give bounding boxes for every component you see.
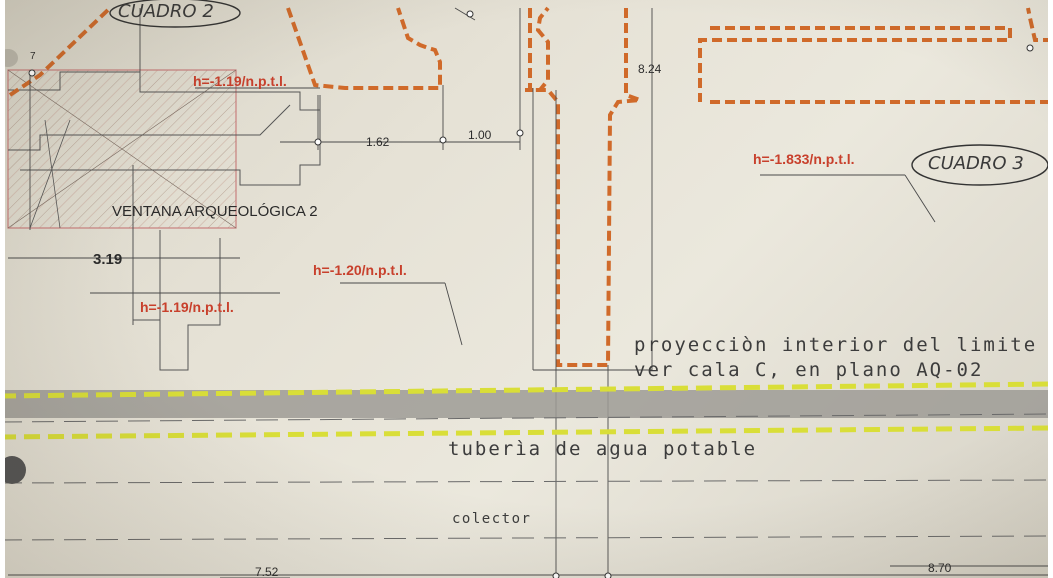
wall-outlines — [8, 6, 1053, 367]
note-tuberia: tuberìa de agua potable — [448, 438, 758, 460]
hatched-area — [7, 69, 237, 229]
cuadro-3-label: CUADRO 3 — [928, 153, 1024, 174]
elevation-label-left: h=-1.19/n.p.t.l. — [140, 299, 234, 315]
dimension-7-52: 7.52 — [255, 565, 279, 578]
dimension-1-00: 1.00 — [468, 128, 492, 142]
dimension-8-24: 8.24 — [638, 62, 662, 76]
dimension-3-19: 3.19 — [93, 251, 123, 268]
note-proyeccion-line-2: ver cala C, en plano AQ-02 — [634, 359, 984, 381]
edge-blob-top — [0, 49, 18, 67]
note-proyeccion-line-1: proyecciòn interior del limite del m — [634, 334, 1053, 356]
pipe-bands — [0, 381, 1053, 541]
elevation-label-top: h=-1.19/n.p.t.l. — [193, 73, 287, 89]
dimension-ticks — [28, 10, 1034, 578]
dimension-7: 7 — [30, 51, 36, 62]
cuadro-2-label: CUADRO 2 — [118, 1, 214, 22]
dimension-1-62: 1.62 — [366, 135, 390, 149]
dimension-8-70: 8.70 — [928, 561, 952, 575]
elevation-label-right: h=-1.833/n.p.t.l. — [753, 151, 855, 167]
stepped-outline — [8, 71, 321, 371]
note-colector: colector — [452, 511, 532, 527]
ventana-arqueologica-label: VENTANA ARQUEOLÓGICA 2 — [112, 203, 318, 220]
elevation-label-mid: h=-1.20/n.p.t.l. — [313, 262, 407, 278]
edge-blob-bottom — [0, 456, 26, 484]
